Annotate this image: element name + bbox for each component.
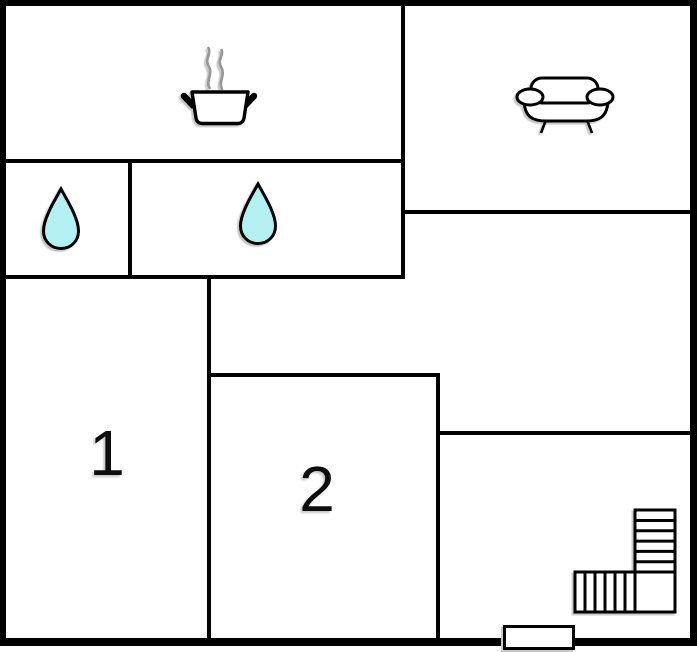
stairs-landing — [633, 570, 677, 614]
wall-livingroom-bottom — [401, 210, 691, 214]
water-drop-shape — [41, 186, 81, 251]
sofa-armrest-right — [585, 87, 615, 107]
outer-wall-bottom — [0, 638, 697, 646]
water-drop-icon — [238, 181, 278, 246]
pot-body — [190, 90, 250, 126]
wall-kitchen-livingroom-divider — [401, 6, 405, 279]
water-drop-shape — [238, 181, 278, 246]
wall-stairroom-top — [436, 431, 691, 435]
steam-lines — [205, 46, 224, 91]
door-icon — [503, 625, 575, 650]
wall-room1-right — [207, 275, 211, 638]
wall-bathrooms-bottom — [6, 275, 405, 279]
room-2-label: 2 — [299, 453, 335, 525]
staircase-icon — [573, 508, 677, 614]
water-drop-icon — [41, 186, 81, 251]
wall-room2-right — [436, 373, 440, 638]
cooking-pot-icon — [180, 46, 258, 126]
wall-bathroom-divider — [128, 159, 132, 279]
outer-wall-left — [0, 0, 6, 646]
sofa-icon — [515, 76, 615, 134]
room-1-label: 1 — [89, 417, 125, 489]
wall-room2-top — [207, 373, 440, 377]
wall-kitchen-bottom — [6, 159, 405, 163]
sofa-armrest-left — [515, 87, 545, 107]
outer-wall-top — [0, 0, 697, 6]
stairs-treads — [583, 519, 675, 612]
outer-wall-right — [690, 0, 697, 646]
